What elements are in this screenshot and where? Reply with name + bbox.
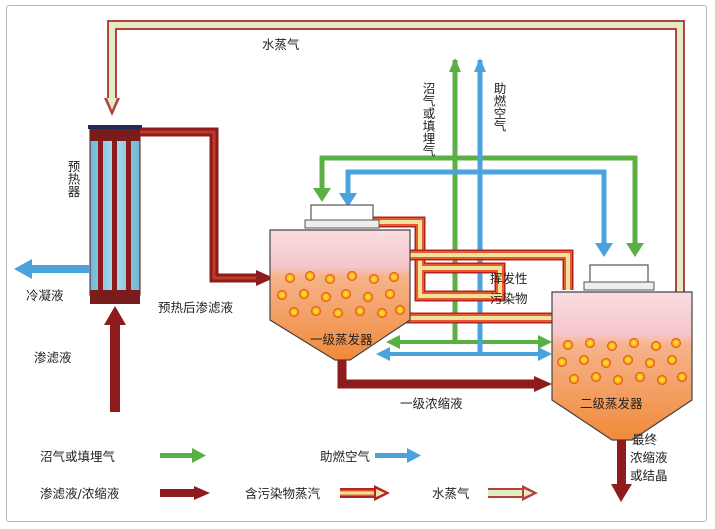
final-output-arrow <box>611 440 632 502</box>
second-evaporator-bubbles <box>557 338 687 385</box>
first-evaporator <box>269 204 411 361</box>
label-final-line3: 或结晶 <box>630 468 668 483</box>
label-volatile-line1: 挥发性 <box>490 271 528 286</box>
label-biogas-vertical: 沼气或填埋气 <box>421 82 436 157</box>
label-preheated-leachate: 预热后渗滤液 <box>158 300 234 315</box>
legend-water-vapor-label: 水蒸气 <box>432 486 470 501</box>
combustion-air-line <box>339 60 613 361</box>
label-water-vapor-top: 水蒸气 <box>262 37 300 52</box>
legend-item-leachate: 渗滤液/浓缩液 <box>40 486 210 501</box>
legend-biogas-label: 沼气或填埋气 <box>40 449 116 464</box>
legend: 沼气或填埋气 助燃空气 渗滤液/浓缩液 含污染物蒸汽 水蒸气 <box>40 448 538 501</box>
legend-polluted-vapor-label: 含污染物蒸汽 <box>245 486 321 501</box>
label-preheater: 预热器 <box>66 160 81 198</box>
biogas-up-arrowhead <box>449 58 461 72</box>
second-evaporator <box>551 264 693 441</box>
first-evaporator-bubbles <box>277 271 405 318</box>
label-volatile-line2: 污染物 <box>490 291 528 306</box>
label-combustion-air-vertical: 助燃空气 <box>492 82 507 132</box>
label-leachate-in: 渗滤液 <box>34 350 72 365</box>
label-final-line2: 浓缩液 <box>630 450 668 465</box>
leachate-inlet-arrow <box>104 306 126 412</box>
air-up-arrowhead <box>474 58 486 72</box>
label-first-concentrate: 一级浓缩液 <box>400 396 463 411</box>
label-first-evaporator: 一级蒸发器 <box>310 332 373 347</box>
label-final-line1: 最终 <box>632 432 658 447</box>
legend-item-polluted-vapor: 含污染物蒸汽 <box>245 485 390 501</box>
preheated-leachate-line <box>140 127 274 286</box>
legend-item-biogas: 沼气或填埋气 <box>40 448 206 464</box>
label-second-evaporator: 二级蒸发器 <box>580 396 643 411</box>
preheater <box>88 125 142 304</box>
legend-item-water-vapor: 水蒸气 <box>432 485 538 501</box>
label-condensate: 冷凝液 <box>26 288 64 303</box>
legend-air-label: 助燃空气 <box>320 449 371 464</box>
legend-item-combustion-air: 助燃空气 <box>320 448 421 464</box>
condensate-arrow <box>14 259 90 279</box>
legend-leachate-label: 渗滤液/浓缩液 <box>40 486 120 501</box>
first-concentrate-line <box>337 360 552 392</box>
